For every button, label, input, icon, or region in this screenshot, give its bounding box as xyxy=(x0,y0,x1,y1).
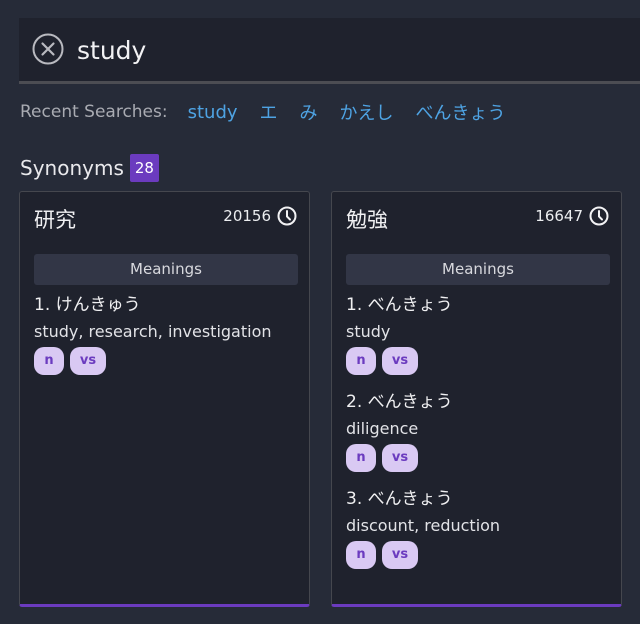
meanings-tab[interactable]: Meanings xyxy=(346,254,610,285)
tag-noun[interactable]: n xyxy=(34,347,64,375)
tag-noun[interactable]: n xyxy=(346,444,376,472)
tag-suru-verb[interactable]: vs xyxy=(70,347,106,375)
tag-suru-verb[interactable]: vs xyxy=(382,347,418,375)
meaning-reading: 3. べんきょう xyxy=(346,489,453,509)
card-word: 勉強 xyxy=(346,208,388,232)
meaning-item: 3. べんきょう discount, reduction n vs xyxy=(346,486,610,569)
meaning-item: 2. べんきょう diligence n vs xyxy=(346,389,610,472)
search-input[interactable] xyxy=(77,28,617,72)
meaning-gloss: study, research, investigation xyxy=(34,322,272,341)
recent-searches-label: Recent Searches: xyxy=(20,102,168,122)
tag-suru-verb[interactable]: vs xyxy=(382,541,418,569)
clear-search-icon[interactable] xyxy=(32,33,64,65)
meanings-list: 1. けんきゅう study, research, investigation … xyxy=(34,292,298,389)
meaning-item: 1. けんきゅう study, research, investigation … xyxy=(34,292,298,375)
card-word: 研究 xyxy=(34,208,76,232)
tag-list: n vs xyxy=(346,541,610,569)
meaning-item: 1. べんきょう study n vs xyxy=(346,292,610,375)
meaning-gloss: discount, reduction xyxy=(346,516,501,535)
recent-search-link[interactable]: み xyxy=(299,103,318,124)
recent-search-link[interactable]: かえし xyxy=(339,103,394,124)
tag-noun[interactable]: n xyxy=(346,347,376,375)
recent-search-link[interactable]: study xyxy=(187,101,238,123)
clock-icon xyxy=(589,206,609,226)
card-frequency: 20156 xyxy=(223,206,297,226)
meaning-reading: 2. べんきょう xyxy=(346,392,453,412)
card-frequency: 16647 xyxy=(535,206,609,226)
recent-searches: Recent Searches: study エ み かえし べんきょう xyxy=(20,100,528,125)
tag-list: n vs xyxy=(34,347,298,375)
synonyms-title: Synonyms xyxy=(20,156,124,180)
clock-icon xyxy=(277,206,297,226)
synonym-card[interactable]: 研究 20156 Meanings 1. けんきゅう study, resear… xyxy=(19,191,310,607)
recent-search-link[interactable]: べんきょう xyxy=(415,103,506,124)
frequency-count: 20156 xyxy=(223,207,271,225)
frequency-count: 16647 xyxy=(535,207,583,225)
synonyms-count-badge: 28 xyxy=(129,154,159,182)
synonyms-header: Synonyms 28 xyxy=(20,153,159,183)
tag-list: n vs xyxy=(346,444,610,472)
search-bar xyxy=(19,18,640,84)
meaning-reading: 1. けんきゅう xyxy=(34,295,141,315)
tag-noun[interactable]: n xyxy=(346,541,376,569)
meanings-list: 1. べんきょう study n vs 2. べんきょう diligence n… xyxy=(346,292,610,583)
tag-suru-verb[interactable]: vs xyxy=(382,444,418,472)
meaning-reading: 1. べんきょう xyxy=(346,295,453,315)
meaning-gloss: study xyxy=(346,322,391,341)
meaning-gloss: diligence xyxy=(346,419,419,438)
tag-list: n vs xyxy=(346,347,610,375)
recent-search-link[interactable]: エ xyxy=(259,103,278,124)
synonym-card[interactable]: 勉強 16647 Meanings 1. べんきょう study n vs 2.… xyxy=(331,191,622,607)
meanings-tab[interactable]: Meanings xyxy=(34,254,298,285)
